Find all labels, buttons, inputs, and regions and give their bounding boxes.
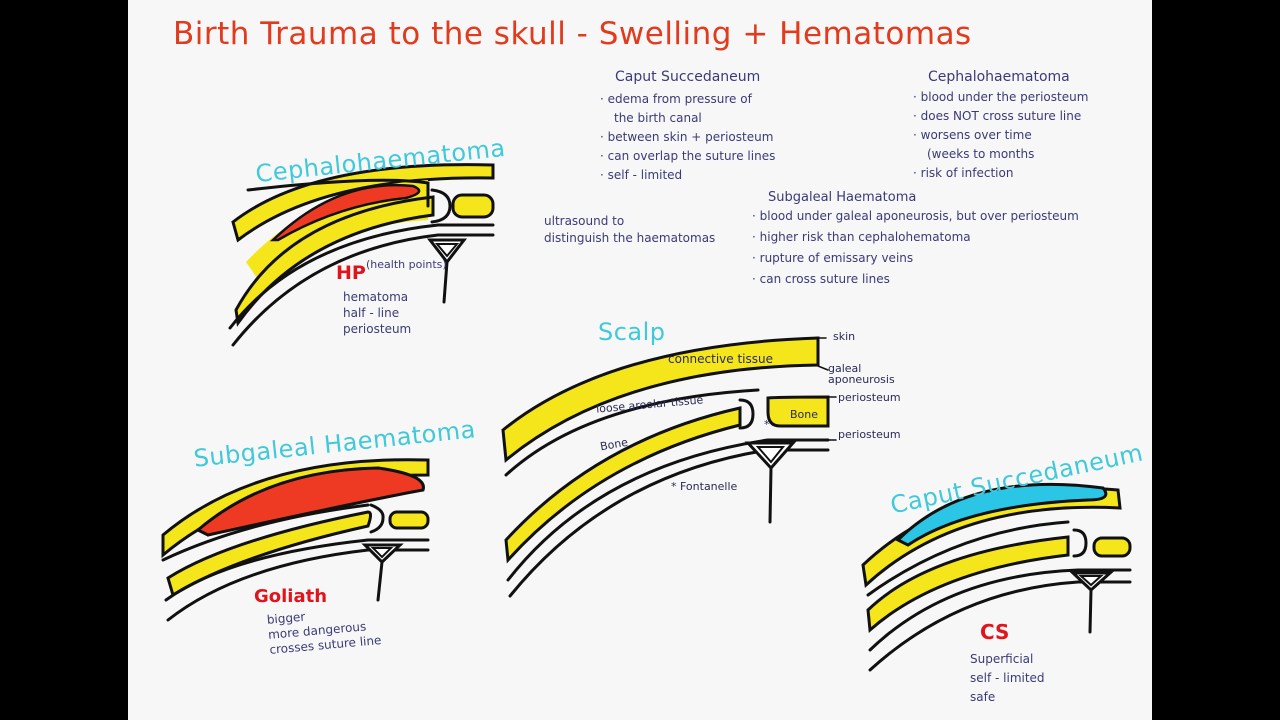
notes-caput-1: · edema from pressure of <box>600 92 752 106</box>
galeal-label: galeal <box>828 362 862 375</box>
notes-caput-list: · edema from pressure of the birth canal… <box>600 90 775 185</box>
notes-cephalo-2: · does NOT cross suture line <box>913 109 1082 123</box>
scalp-star: * <box>764 418 770 431</box>
subgaleal-diagram <box>161 458 430 622</box>
notes-caput-4: · can overlap the suture lines <box>600 149 776 163</box>
diagram-drawings <box>161 163 1132 672</box>
cephalo-line-2: half - line <box>343 306 400 320</box>
skin-label: skin <box>833 330 856 343</box>
cephalo-line-3: periosteum <box>343 322 412 336</box>
periosteum-label-1: periosteum <box>838 391 901 404</box>
aponeurosis-label: aponeurosis <box>828 373 895 386</box>
page-title: Birth Trauma to the skull - Swelling + H… <box>173 16 972 52</box>
drawing-sheet: Birth Trauma to the skull - Swelling + H… <box>128 0 1152 720</box>
notes-subgaleal-title: Subgaleal Haematoma <box>768 190 917 205</box>
cephalo-mnemonic-lines: hematoma half - line periosteum <box>343 289 411 337</box>
notes-ultrasound: ultrasound to distinguish the haematomas <box>544 213 715 247</box>
notes-cephalo-title: Cephalohaematoma <box>928 69 1070 85</box>
notes-subgaleal-2: · higher risk than cephalohematoma <box>752 230 971 244</box>
notes-cephalo-5: · risk of infection <box>913 166 1014 180</box>
notes-cephalo-4: (weeks to months <box>927 147 1035 161</box>
notes-caput-2: the birth canal <box>614 111 702 125</box>
notes-subgaleal-4: · can cross suture lines <box>752 272 890 286</box>
subgaleal-mnemonic: Goliath <box>254 586 328 607</box>
notes-ultrasound-1: ultrasound to <box>544 214 625 228</box>
scalp-connective-label: connective tissue <box>668 352 773 366</box>
scalp-bone-label-2: Bone <box>790 408 819 421</box>
notes-caput-5: · self - limited <box>600 168 683 182</box>
cephalo-diagram <box>228 163 495 347</box>
scalp-heading: Scalp <box>598 318 666 346</box>
fontanelle-label: * Fontanelle <box>671 480 738 493</box>
caput-mnemonic: CS <box>980 620 1010 644</box>
scalp-diagram <box>501 336 837 598</box>
notes-ultrasound-2: distinguish the haematomas <box>544 231 716 245</box>
periosteum-label-2: periosteum <box>838 428 901 441</box>
notes-cephalo-3: · worsens over time <box>913 128 1032 142</box>
notes-cephalo-1: · blood under the periosteum <box>913 90 1089 104</box>
caput-line-2: self - limited <box>970 671 1045 685</box>
notes-caput-title: Caput Succedaneum <box>615 69 761 85</box>
caput-diagram <box>861 482 1132 672</box>
caput-mnemonic-lines: Superficial self - limited safe <box>970 650 1045 707</box>
notes-caput-3: · between skin + periosteum <box>600 130 774 144</box>
cephalo-mnemonic-note: (health points) <box>366 258 447 271</box>
caput-line-3: safe <box>970 690 996 704</box>
notes-subgaleal-list: · blood under galeal aponeurosis, but ov… <box>752 206 1079 290</box>
notes-subgaleal-1: · blood under galeal aponeurosis, but ov… <box>752 209 1079 223</box>
cephalo-mnemonic: HP <box>336 262 366 284</box>
notes-subgaleal-3: · rupture of emissary veins <box>752 251 914 265</box>
caput-line-1: Superficial <box>970 652 1034 666</box>
cephalo-line-1: hematoma <box>343 290 409 304</box>
notes-cephalo-list: · blood under the periosteum · does NOT … <box>913 88 1088 183</box>
